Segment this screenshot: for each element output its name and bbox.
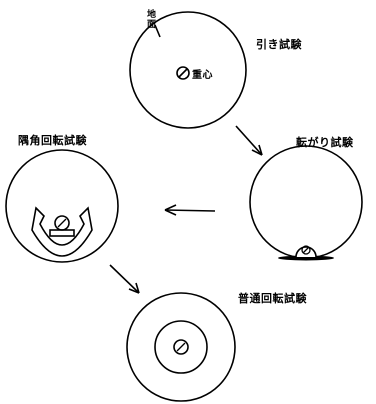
corner-test-base	[50, 230, 74, 236]
corner-test-cup	[32, 208, 92, 256]
arrow-roll-to-corner	[165, 205, 215, 215]
ball-marker-label: 重心	[192, 66, 213, 81]
pull-test-ball-mark	[179, 69, 187, 77]
step4-label: 普通回転試験	[238, 290, 307, 306]
step1-label: 引き試験	[256, 36, 302, 52]
step2-label: 転がり試験	[296, 134, 354, 150]
step3-label: 隅角回転試験	[18, 132, 87, 148]
normal-test-panel	[127, 293, 235, 401]
arrow-pull-to-roll	[236, 126, 262, 155]
corner-test-panel	[6, 150, 118, 262]
roll-test-circle	[250, 146, 362, 258]
roll-test-panel	[250, 146, 362, 261]
arrow-corner-to-normal	[110, 265, 139, 293]
roll-test-ball	[296, 247, 316, 257]
corner-label: 地 面	[147, 10, 161, 30]
